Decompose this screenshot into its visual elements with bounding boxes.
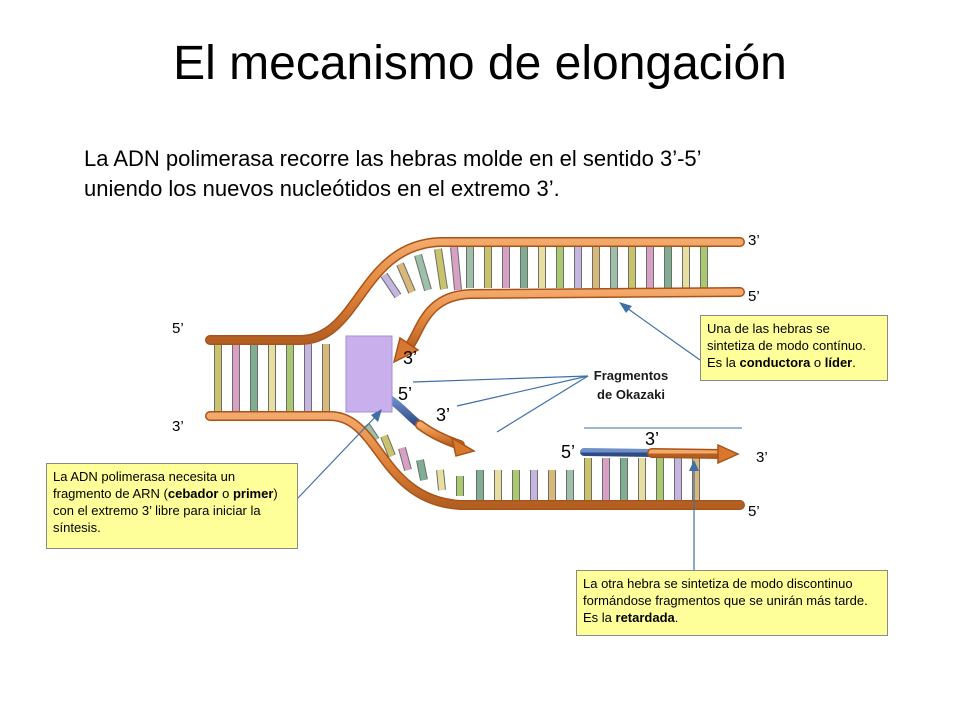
label-fork-3prime: 3’ (403, 348, 418, 368)
term-lider: líder (824, 355, 853, 370)
okazaki-fragment-1-arrowhead (450, 436, 476, 457)
base-pair-fill (435, 248, 447, 290)
dna-polymerase (345, 335, 393, 413)
base-pair-fill (381, 273, 401, 298)
label-lagging-5prime: 5’ (561, 442, 576, 462)
okazaki-pointer-2 (456, 375, 589, 407)
okazaki-pointer-1 (412, 375, 589, 383)
base-pair-fill (363, 423, 379, 442)
base-pair-fill (437, 469, 445, 491)
base-pairs (214, 246, 708, 412)
label-bottom-right-3prime: 3’ (756, 449, 768, 466)
primer-note-pointer (297, 413, 379, 499)
base-pair-fill (451, 246, 461, 291)
label-fork-5prime: 5’ (398, 384, 413, 404)
note-leading-strand: Una de las hebras se sintetiza de modo c… (700, 315, 888, 381)
term-primer: primer (232, 486, 274, 501)
base-pair-fill (417, 459, 427, 481)
base-pair-fill (415, 254, 431, 291)
leading-strand-arrowhead (392, 336, 420, 364)
intro-line-1: La ADN polimerasa recorre las hebras mol… (84, 146, 702, 171)
label-left-5prime: 5’ (172, 320, 184, 337)
okazaki-label-line-1: Fragmentos (593, 368, 669, 383)
daughter-base-pairs (362, 422, 700, 500)
label-bottom-right-5prime: 5’ (748, 503, 760, 520)
okazaki-fragment-2-arrowhead (717, 443, 740, 465)
label-leading-3prime: 3’ (436, 405, 451, 425)
intro-text: La ADN polimerasa recorre las hebras mol… (84, 144, 904, 204)
base-pair-fill (399, 447, 411, 471)
page-title: El mecanismo de elongación (173, 37, 787, 90)
term-retardada: retardada (615, 610, 675, 625)
label-top-right-3prime: 3’ (748, 232, 760, 249)
label-top-right-5prime: 5’ (748, 288, 760, 305)
primer-rna-lagging (580, 448, 656, 457)
term-conductora: conductora (739, 355, 811, 370)
leading-strand (400, 287, 745, 355)
base-pair-fill (381, 434, 395, 458)
note-lagging-strand: La otra hebra se sintetiza de modo disco… (576, 570, 888, 636)
leading-note-pointer (623, 305, 701, 361)
okazaki-pointer-3 (496, 375, 589, 433)
intro-line-2: uniendo los nuevos nucleótidos en el ext… (84, 176, 560, 201)
base-pair-fill (397, 262, 415, 294)
okazaki-label: Fragmentos de Okazaki (578, 366, 684, 404)
term-cebador: cebador (167, 486, 219, 501)
label-left-3prime: 3’ (172, 418, 184, 435)
label-lagging-3prime: 3’ (645, 429, 660, 449)
note-primer: La ADN polimerasa necesita un fragmento … (46, 463, 298, 549)
okazaki-label-line-2: de Okazaki (597, 387, 665, 402)
